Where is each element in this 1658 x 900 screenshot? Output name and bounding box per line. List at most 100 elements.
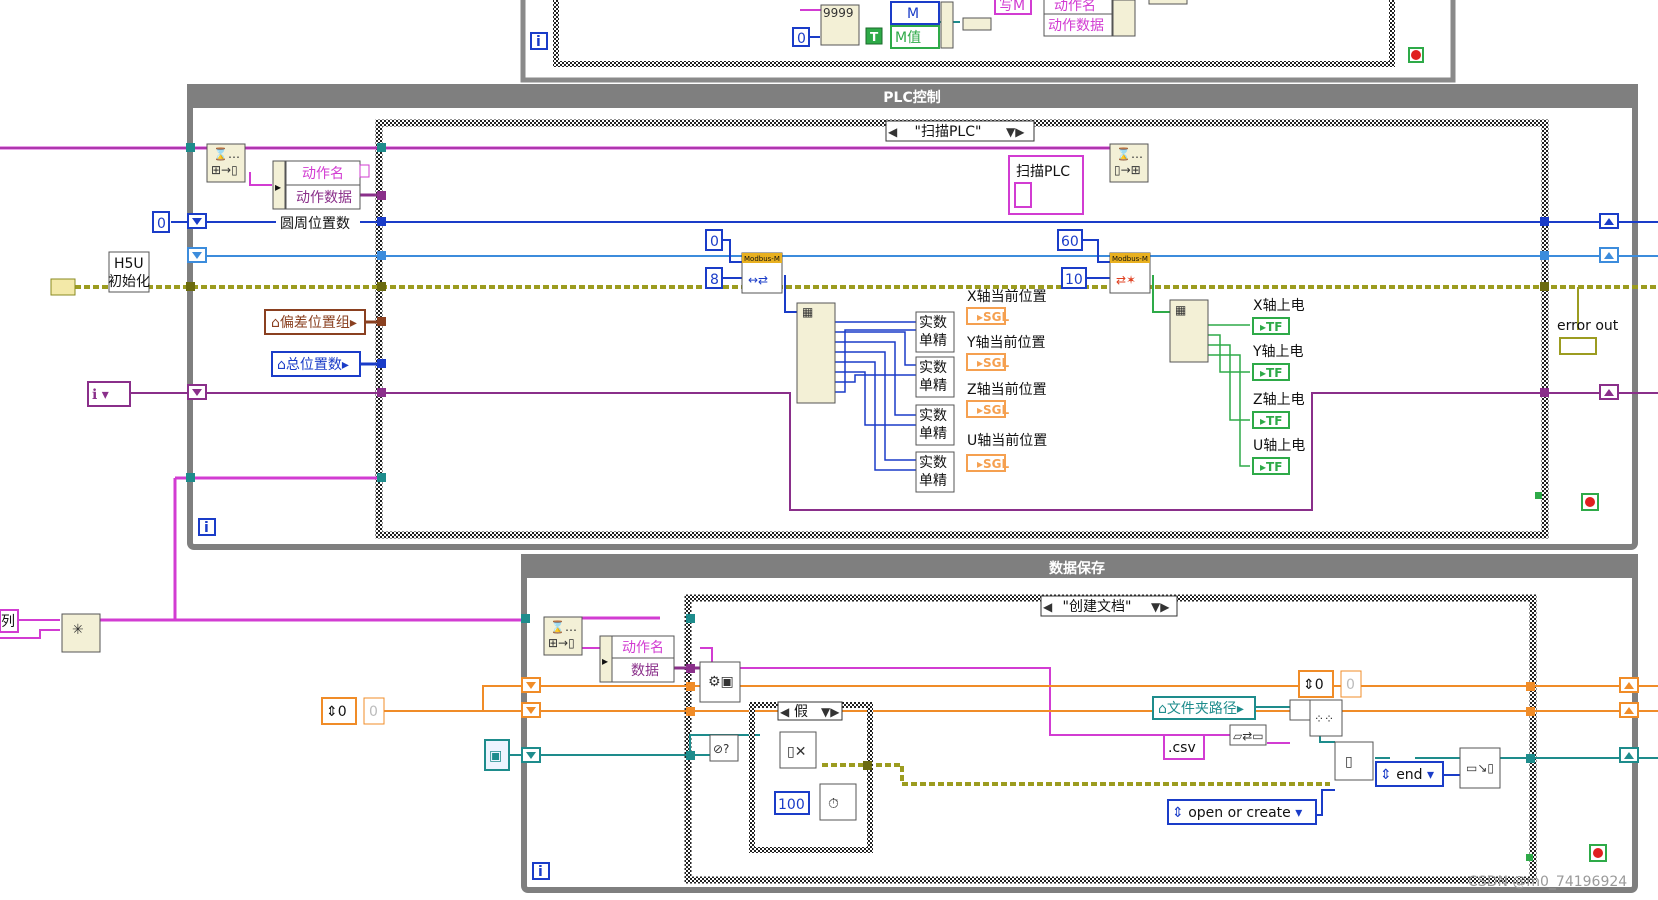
bundle-node[interactable]: [940, 1, 954, 49]
numeric-control-right[interactable]: [1298, 670, 1334, 698]
path-not-empty-node[interactable]: [709, 734, 739, 762]
open-create-file-node[interactable]: [1334, 741, 1374, 781]
svg-text:▸SGL: ▸SGL: [977, 356, 1010, 370]
x-position-indicator[interactable]: [966, 307, 1006, 325]
svg-text:▸TF: ▸TF: [1260, 366, 1282, 380]
m-label-node[interactable]: [890, 1, 940, 25]
svg-text:◀: ◀: [780, 705, 790, 719]
h5u-init-subvi[interactable]: [108, 251, 150, 293]
svg-text:▸SGL: ▸SGL: [977, 457, 1010, 471]
wait-ms-node[interactable]: [819, 783, 857, 821]
convert-node[interactable]: [962, 17, 992, 31]
index-array-registers[interactable]: [796, 302, 836, 404]
numeric-control-left[interactable]: [321, 697, 357, 725]
read-count-constant[interactable]: [705, 267, 723, 289]
y-position-indicator[interactable]: [966, 353, 1006, 371]
read-address-constant[interactable]: [705, 229, 723, 251]
svg-text:列: 列: [1, 614, 15, 630]
offset-group-local[interactable]: [264, 309, 366, 335]
error-cluster-constant[interactable]: [50, 278, 76, 296]
set-file-position-node[interactable]: [1459, 747, 1501, 789]
svg-text:⚙▣: ⚙▣: [708, 674, 734, 690]
svg-text:100: 100: [778, 797, 805, 813]
svg-text:0: 0: [157, 216, 166, 232]
inner-case-selector[interactable]: [777, 701, 843, 721]
y-power-indicator[interactable]: [1252, 363, 1290, 381]
svg-text:▯→⊞: ▯→⊞: [1114, 163, 1141, 177]
open-mode-enum[interactable]: [1167, 799, 1317, 825]
error-out-label: error out: [1557, 318, 1619, 334]
index-array-coils[interactable]: [1169, 299, 1209, 363]
z-power-indicator[interactable]: [1252, 411, 1290, 429]
boolean-constant[interactable]: [865, 27, 883, 45]
m-value-node[interactable]: [890, 25, 940, 49]
svg-text:ℹ ▾: ℹ ▾: [92, 387, 109, 403]
obtain-queue-node[interactable]: [61, 613, 101, 653]
numeric-constant[interactable]: [792, 27, 810, 47]
index-array-node[interactable]: [820, 4, 860, 46]
dequeue-element-node[interactable]: [206, 143, 246, 183]
top-partial-frame: i 9999 0 T M M值 写M 动作名 动作数据: [520, 0, 1456, 83]
dequeue-element-node[interactable]: [543, 616, 583, 656]
svg-text:▸: ▸: [275, 180, 281, 194]
info-icon[interactable]: [530, 32, 548, 50]
total-count-local[interactable]: [271, 351, 361, 377]
svg-text:◀: ◀: [1043, 600, 1053, 614]
x-power-indicator[interactable]: [1252, 317, 1290, 335]
end-position-enum[interactable]: [1375, 761, 1444, 787]
build-path-node[interactable]: [1289, 699, 1311, 721]
coil-address-constant[interactable]: [1057, 229, 1083, 251]
to-single-convert-y[interactable]: [915, 356, 955, 398]
bundle-by-name-node[interactable]: [1112, 0, 1136, 37]
svg-text:"扫描PLC": "扫描PLC": [915, 124, 982, 140]
svg-text:实数: 实数: [919, 360, 947, 376]
plc-frame: PLC控制 i: [187, 84, 1638, 550]
plc-nodes: ⌛… ⊞→▯ ▸ 动作名 动作数据 0 圆周位置数 H5U 初始化 ⌂偏差位置组…: [50, 143, 1619, 511]
plc-info-icon[interactable]: [198, 518, 216, 536]
svg-text:单精: 单精: [919, 378, 947, 394]
plc-wires: [0, 146, 1658, 620]
svg-text:⊞→▯: ⊞→▯: [211, 163, 238, 177]
folder-path-local[interactable]: [1152, 696, 1256, 720]
svg-text:60: 60: [1061, 234, 1079, 250]
case-selector[interactable]: [1040, 595, 1178, 617]
u-position-indicator[interactable]: [966, 454, 1006, 472]
variant-to-data-node[interactable]: [699, 661, 741, 703]
wait-ms-constant[interactable]: [774, 791, 810, 815]
write-m-label[interactable]: [994, 0, 1032, 15]
svg-text:M: M: [907, 6, 919, 22]
watermark: CSDN @m0_74196924: [1468, 874, 1627, 890]
svg-text:实数: 实数: [919, 315, 947, 331]
svg-text:数据: 数据: [631, 663, 659, 679]
u-power-indicator[interactable]: [1252, 457, 1290, 475]
svg-text:⁘⁘: ⁘⁘: [1314, 712, 1334, 726]
unbundle-by-name-node[interactable]: [272, 160, 286, 210]
svg-text:0: 0: [710, 234, 719, 250]
csv-constant[interactable]: [1163, 734, 1205, 760]
build-path-node-2[interactable]: [1309, 699, 1343, 737]
concatenate-string-node[interactable]: [1229, 724, 1267, 746]
u-power-label: U轴上电: [1253, 438, 1305, 454]
to-single-convert-x[interactable]: [915, 311, 955, 353]
file-dialog-node[interactable]: [779, 731, 817, 769]
case-selector[interactable]: [885, 120, 1035, 142]
enum-constant[interactable]: [87, 381, 131, 407]
svg-text:▸: ▸: [602, 654, 608, 668]
to-single-convert-u[interactable]: [915, 451, 955, 493]
svg-text:0: 0: [1346, 677, 1355, 693]
enqueue-element-node[interactable]: [1109, 143, 1149, 183]
to-single-convert-z[interactable]: [915, 404, 955, 446]
svg-text:i: i: [538, 864, 543, 880]
svg-text:扫描PLC: 扫描PLC: [1016, 164, 1070, 180]
save-info-icon[interactable]: [532, 862, 550, 880]
z-position-indicator[interactable]: [966, 400, 1006, 418]
path-constant[interactable]: [484, 739, 510, 771]
svg-text:0: 0: [369, 704, 378, 720]
svg-text:⌂总位置数▸: ⌂总位置数▸: [277, 357, 349, 373]
numeric-constant-0[interactable]: [152, 211, 170, 233]
error-out-indicator[interactable]: [1559, 337, 1597, 355]
svg-text:"创建文档": "创建文档": [1063, 599, 1132, 615]
svg-text:⇕0: ⇕0: [326, 704, 347, 720]
coil-count-constant[interactable]: [1061, 267, 1087, 289]
